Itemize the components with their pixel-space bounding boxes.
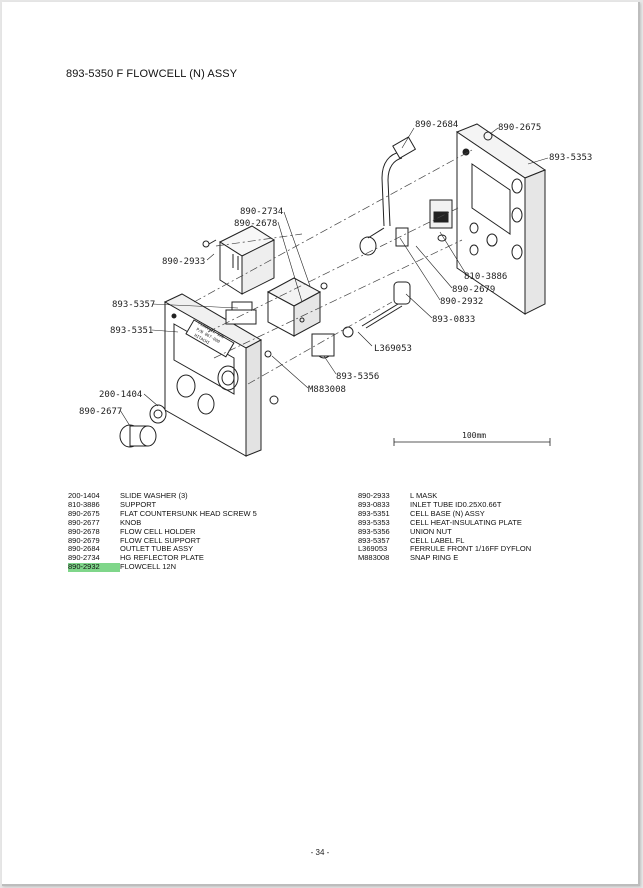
part-description: KNOB (120, 517, 142, 527)
part-description: FLOW CELL HOLDER (120, 526, 196, 536)
parts-list-row: 890-2684 OUTLET TUBE ASSY (68, 545, 257, 554)
part-number: L369053 (358, 544, 388, 554)
parts-list-row: 893-5357 CELL LABEL FL (358, 535, 531, 546)
flow-cell-support (395, 199, 453, 247)
part-description: FLOW CELL SUPPORT (120, 535, 201, 545)
screws (202, 131, 493, 405)
part-description: FLOWCELL 12N (120, 562, 176, 572)
part-number: 893-0833 (358, 499, 390, 509)
inlet-tube (361, 281, 411, 329)
callout-890-2675: 890-2675 (498, 123, 541, 133)
part-description: OUTLET TUBE ASSY (120, 544, 194, 554)
part-number: 890-2679 (68, 535, 100, 545)
part-description: FERRULE FRONT 1/16FF DYFLON (410, 544, 532, 554)
parts-list-row: L369053 FERRULE FRONT 1/16FF DYFLON (358, 545, 531, 554)
page-title: 893-5350 F FLOWCELL (N) ASSY (66, 68, 238, 80)
part-number: 890-2678 (68, 526, 100, 536)
parts-list-row: 890-2678 FLOW CELL HOLDER (68, 526, 257, 537)
parts-list-row: 893-0833 INLET TUBE ID0.25X0.66T (358, 499, 531, 510)
callout-890-2932: 890-2932 (440, 297, 483, 307)
parts-list-row: 893-5356 UNION NUT (358, 526, 531, 537)
leader-lines (119, 127, 549, 427)
part-description: CELL BASE (N) ASSY (410, 508, 485, 518)
part-description: CELL LABEL FL (410, 535, 465, 545)
parts-list-row: M883008 SNAP RING E (358, 553, 531, 563)
knob (119, 404, 167, 448)
part-description: SUPPORT (120, 499, 157, 509)
parts-list-row: 890-2677 KNOB (68, 517, 257, 528)
parts-list-row: 890-2675 FLAT COUNTERSUNK HEAD SCREW 5 (68, 508, 257, 519)
part-number: 890-2734 (68, 553, 100, 563)
callout-893-5357: 893-5357 (112, 300, 155, 310)
callout-893-0833: 893-0833 (432, 315, 475, 325)
exploded-parts-diagram: FLOWCELL 12N P/N 867-000 HITACHI 890-268… (79, 120, 592, 457)
parts-list-row: 893-5351 CELL BASE (N) ASSY (358, 508, 531, 519)
reflector-plate (218, 225, 276, 295)
callout-890-2678: 890-2678 (234, 219, 277, 229)
scale-bar (393, 438, 551, 446)
center-lines (193, 149, 473, 385)
part-number: 893-5357 (358, 535, 390, 545)
parts-list-row: 893-5353 CELL HEAT-INSULATING PLATE (358, 517, 531, 528)
parts-list-right: 890-2933 L MASK 893-0833 INLET TUBE ID0.25X… (358, 491, 531, 563)
callout-890-2679: 890-2679 (452, 285, 495, 295)
callout-890-2734: 890-2734 (240, 207, 283, 217)
union-nut (311, 326, 354, 359)
part-description: CELL HEAT-INSULATING PLATE (410, 517, 522, 527)
cell-base-plate (163, 293, 263, 457)
callout-893-5356: 893-5356 (336, 372, 379, 382)
heat-insulating-plate (455, 123, 547, 315)
part-description: SLIDE WASHER (3) (120, 491, 188, 500)
scale-label: 100mm (462, 431, 486, 440)
part-number: 810-3886 (68, 499, 100, 509)
part-number: 890-2675 (68, 508, 100, 518)
part-number: 890-2677 (68, 517, 100, 527)
part-number: 890-2684 (68, 544, 100, 554)
parts-list-row: 890-2933 L MASK (358, 491, 531, 501)
parts-list-row: 890-2679 FLOW CELL SUPPORT (68, 535, 257, 546)
part-description: HG REFLECTOR PLATE (120, 553, 204, 563)
callout-890-2677: 890-2677 (79, 407, 122, 417)
part-description: L MASK (410, 491, 438, 500)
callout-890-2684: 890-2684 (415, 120, 458, 130)
part-number: 893-5356 (358, 526, 390, 536)
part-number: 890-2932 (68, 562, 120, 573)
part-description: UNION NUT (410, 526, 452, 536)
part-description: FLAT COUNTERSUNK HEAD SCREW 5 (120, 508, 257, 518)
part-description: SNAP RING E (410, 553, 459, 563)
callout-810-3886: 810-3886 (464, 272, 507, 282)
part-number: 893-5351 (358, 508, 390, 518)
parts-list-row: 810-3886 SUPPORT (68, 499, 257, 510)
callout-L369053: L369053 (374, 344, 412, 354)
part-number: M883008 (358, 553, 390, 563)
callout-M883008: M883008 (308, 385, 346, 395)
callout-893-5351: 893-5351 (110, 326, 153, 336)
callout-890-2933: 890-2933 (162, 257, 205, 267)
parts-list-row: 890-2734 HG REFLECTOR PLATE (68, 553, 257, 563)
parts-list-row: 200-1404 SLIDE WASHER (3) (68, 491, 257, 501)
callout-893-5353: 893-5353 (549, 153, 592, 163)
callout-200-1404: 200-1404 (99, 390, 142, 400)
page-number: - 34 - (310, 848, 330, 857)
part-number: 893-5353 (358, 517, 390, 527)
part-description: INLET TUBE ID0.25X0.66T (410, 499, 502, 509)
part-number: 200-1404 (68, 491, 100, 500)
part-number: 890-2933 (358, 491, 390, 500)
